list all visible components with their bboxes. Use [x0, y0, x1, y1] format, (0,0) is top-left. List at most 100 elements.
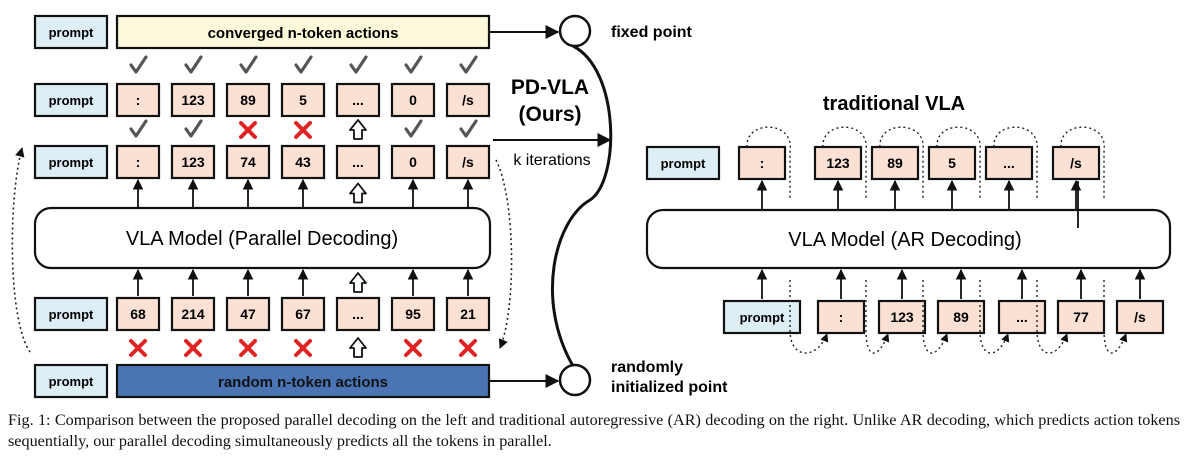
token-label: /s: [1134, 309, 1146, 325]
hollow-arrow-icon: [349, 337, 367, 358]
check-icon: [404, 119, 423, 138]
fixed-point-circle: [558, 14, 592, 48]
token-box: 95: [390, 296, 436, 332]
right-dotted-loops: [746, 126, 1128, 354]
random-point-circle: [558, 363, 592, 397]
right-prompt-output: prompt: [645, 145, 721, 181]
check-icon: [294, 55, 313, 74]
trajectory-curve: [550, 44, 613, 367]
dotted-loop-bottom: [922, 280, 949, 354]
token-label: 89: [887, 155, 903, 171]
token-box: 68: [115, 296, 161, 332]
token-box: 5: [927, 145, 977, 181]
dotted-loop-top: [822, 126, 867, 200]
token-label: 123: [826, 155, 850, 171]
token-box: /s: [445, 144, 491, 180]
figure-caption: Fig. 1: Comparison between the proposed …: [8, 411, 1180, 450]
hollow-arrow-icon: [349, 182, 367, 204]
token-box: ...: [335, 82, 381, 118]
left-prompt-row4: prompt: [33, 296, 109, 332]
token-label: /s: [462, 92, 474, 108]
token-box: /s: [445, 82, 491, 118]
right-arrows: [756, 179, 1146, 299]
marks-top-row: [129, 55, 478, 74]
token-label: ...: [1016, 309, 1028, 325]
token-box: 0: [390, 82, 436, 118]
prompt-label: prompt: [661, 156, 706, 171]
token-label: 123: [181, 154, 205, 170]
token-box: 43: [280, 144, 326, 180]
cross-icon: [239, 339, 257, 357]
token-box: /s: [1051, 145, 1101, 181]
ar-model-label: VLA Model (AR Decoding): [788, 229, 1021, 251]
dotted-loop-top: [993, 126, 1038, 200]
left-prompt-row2: prompt: [33, 82, 109, 118]
token-box: 0: [390, 144, 436, 180]
marks-bottom-row: [129, 337, 477, 358]
prompt-label: prompt: [740, 310, 785, 325]
token-label: 67: [295, 306, 311, 322]
token-box: 123: [877, 299, 927, 335]
cross-icon: [294, 339, 312, 357]
token-box: 214: [170, 296, 216, 332]
token-label: /s: [462, 154, 474, 170]
token-box: ...: [997, 299, 1047, 335]
token-row-iter2: : 123 74 43... 0/s: [115, 144, 491, 180]
token-box: 21: [445, 296, 491, 332]
token-box: 89: [936, 299, 986, 335]
token-box: ...: [335, 296, 381, 332]
token-label: 5: [299, 92, 307, 108]
dotted-loop-left: [11, 147, 31, 353]
token-label: :: [839, 309, 844, 325]
left-prompt-row5: prompt: [33, 363, 109, 399]
token-label: 214: [181, 306, 205, 322]
token-box: 123: [170, 144, 216, 180]
prompt-label: prompt: [49, 25, 94, 40]
random-point-label-line2: initialized point: [611, 379, 728, 396]
token-label: 68: [130, 306, 146, 322]
token-label: ...: [352, 154, 364, 170]
token-box: 77: [1056, 299, 1106, 335]
dotted-loop-top: [1060, 126, 1105, 200]
token-label: 0: [409, 154, 417, 170]
cross-icon: [184, 339, 202, 357]
token-box: :: [115, 144, 161, 180]
converged-label: converged n-token actions: [208, 25, 399, 42]
hollow-arrow-icon: [349, 272, 367, 293]
token-label: ...: [1003, 155, 1015, 171]
token-label: 95: [405, 306, 421, 322]
prompt-label: prompt: [49, 374, 94, 389]
token-label: 89: [953, 309, 969, 325]
cross-icon: [404, 339, 422, 357]
token-box: :: [737, 145, 787, 181]
prompt-label: prompt: [49, 93, 94, 108]
token-label: 43: [295, 154, 311, 170]
token-label: 47: [240, 306, 256, 322]
dotted-loop-top: [879, 126, 924, 200]
token-label: 77: [1073, 309, 1089, 325]
dotted-loop-top: [746, 126, 791, 200]
model-input-arrows: [132, 268, 474, 296]
token-box: 47: [225, 296, 271, 332]
token-label: :: [760, 155, 765, 171]
cross-icon: [239, 121, 257, 139]
left-prompt-row3: prompt: [33, 144, 109, 180]
token-box: /s: [1115, 299, 1165, 335]
token-label: :: [136, 92, 141, 108]
check-icon: [459, 119, 478, 138]
random-point-label-line1: randomly: [611, 359, 683, 376]
dotted-loop-bottom: [979, 280, 1010, 354]
prompt-label: prompt: [49, 155, 94, 170]
right-prompt-input: prompt: [722, 299, 802, 335]
token-label: 5: [948, 155, 956, 171]
cross-icon: [459, 339, 477, 357]
pd-vla-subtitle: (Ours): [519, 103, 582, 126]
token-box: 123: [170, 82, 216, 118]
token-label: 123: [890, 309, 914, 325]
dotted-loop-bottom: [1103, 280, 1128, 354]
check-icon: [129, 55, 148, 74]
dotted-loop-bottom: [865, 280, 890, 354]
token-box: 74: [225, 144, 271, 180]
